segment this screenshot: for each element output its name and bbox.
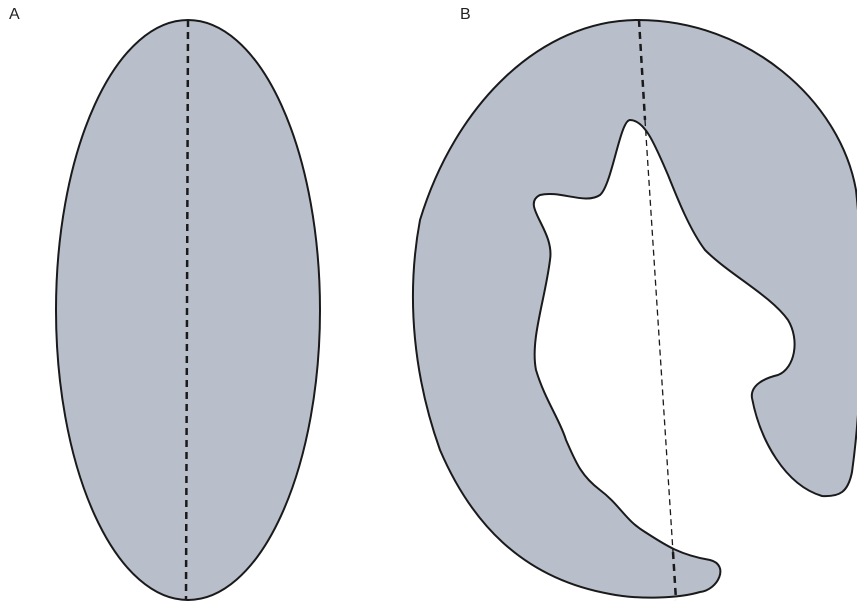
panel-b-outer-wall [413,20,857,598]
panel-a-label: A [9,6,20,24]
panel-b-cavity-dashed-line [645,120,673,552]
panel-a-shape [56,20,320,600]
panel-b-shape [413,20,857,600]
panel-b-label: B [460,6,471,24]
